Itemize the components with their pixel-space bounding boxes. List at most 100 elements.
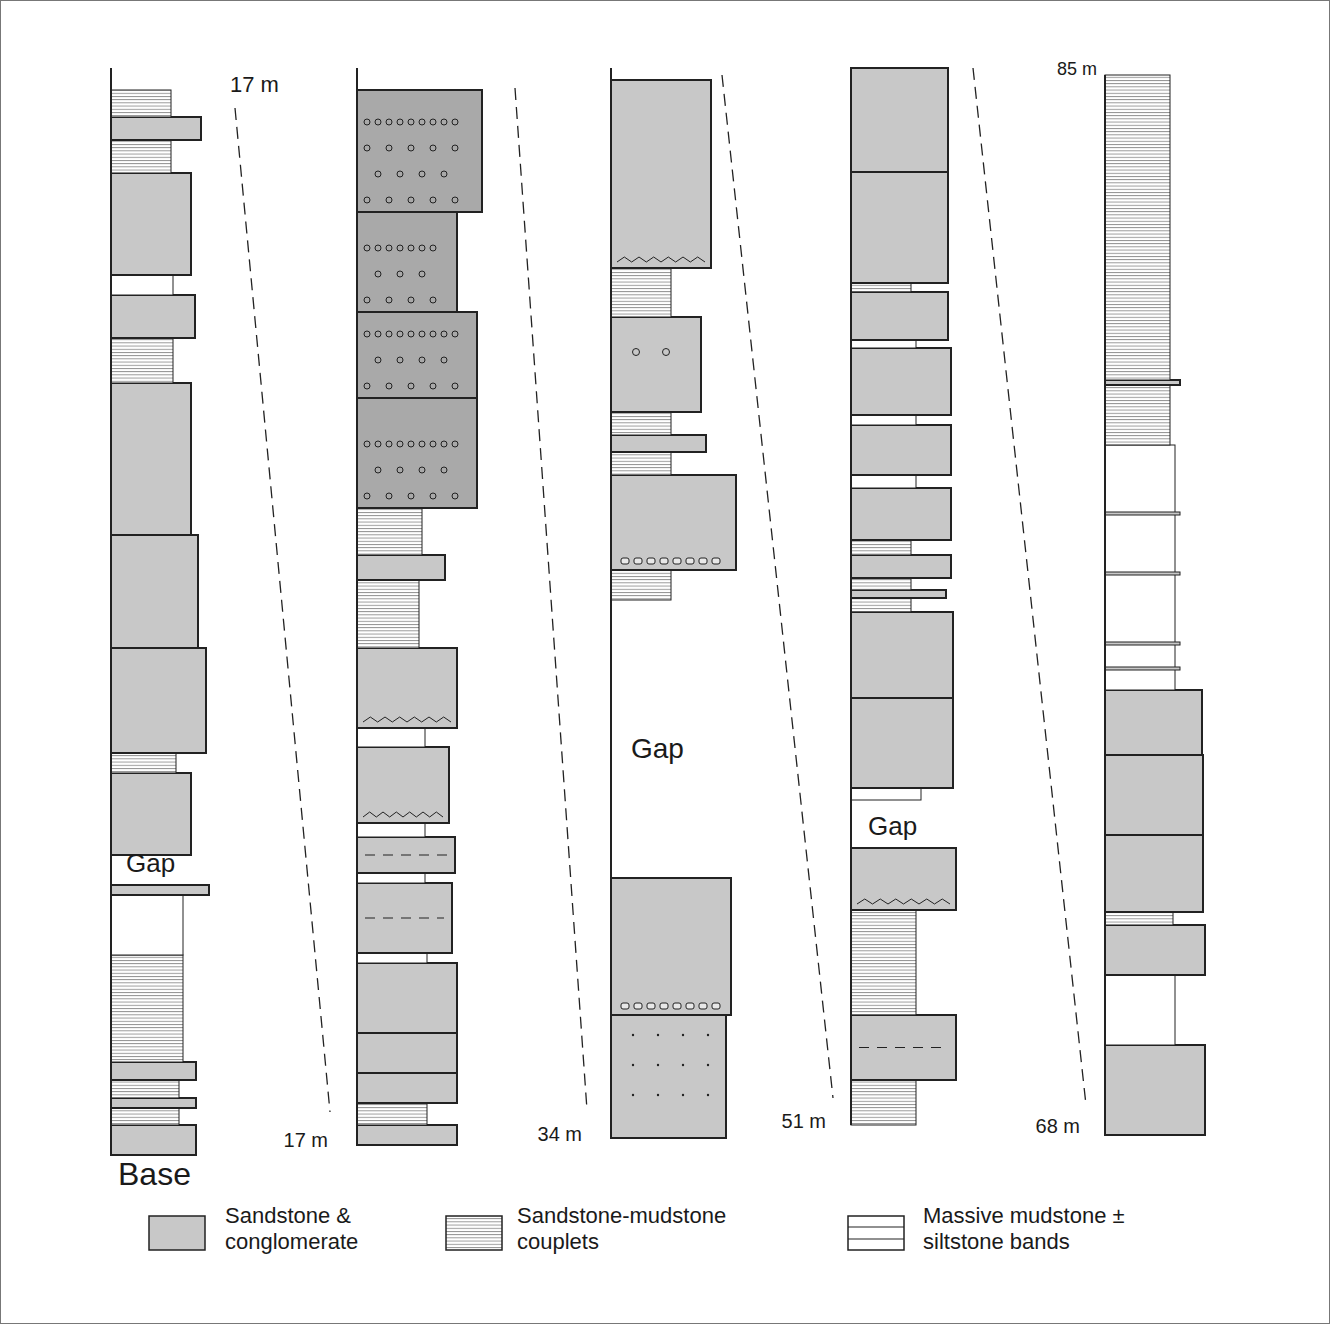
bed	[111, 383, 191, 535]
pebble	[430, 441, 436, 447]
clast	[673, 558, 681, 564]
bed	[357, 823, 425, 837]
bed	[851, 910, 916, 1015]
legend-swatch-fill	[848, 1216, 904, 1250]
pebble	[397, 119, 403, 125]
bed	[611, 317, 701, 412]
bed	[1105, 835, 1203, 912]
gap-label: Gap	[631, 733, 684, 765]
pebble	[408, 493, 414, 499]
pebble	[419, 119, 425, 125]
bed	[357, 398, 477, 508]
bed	[851, 415, 916, 425]
bed	[851, 292, 948, 340]
dot	[682, 1064, 684, 1066]
log-column	[611, 68, 736, 1138]
base-label: Base	[118, 1156, 191, 1193]
bed	[357, 747, 449, 823]
pebble	[663, 349, 670, 356]
correlation-line	[235, 108, 330, 1112]
bed	[357, 1125, 457, 1145]
lamination	[859, 1047, 948, 1048]
pebble	[386, 493, 392, 499]
bed	[111, 295, 195, 338]
pebble	[430, 245, 436, 251]
pebble	[386, 245, 392, 251]
log-column	[357, 68, 482, 1145]
clast	[621, 558, 629, 564]
clast	[634, 1003, 642, 1009]
bed	[1105, 385, 1170, 445]
bed	[357, 648, 457, 728]
clast	[712, 558, 720, 564]
bed	[851, 340, 916, 348]
pebble	[386, 331, 392, 337]
pebble	[419, 271, 425, 277]
pebble	[430, 331, 436, 337]
bed	[851, 425, 951, 475]
bed	[611, 435, 706, 452]
gap-label: Gap	[126, 849, 175, 879]
height-mark: 17 m	[230, 72, 279, 97]
bed	[111, 895, 183, 955]
pebble	[419, 331, 425, 337]
dot	[657, 1094, 659, 1096]
bed	[1105, 1045, 1205, 1135]
bed	[851, 555, 951, 578]
pebble	[430, 493, 436, 499]
bed	[111, 117, 201, 140]
pebble	[386, 297, 392, 303]
bed	[611, 80, 711, 268]
legend-text: Sandstone-mudstone couplets	[517, 1203, 787, 1256]
pebble	[364, 331, 370, 337]
pebble	[364, 245, 370, 251]
clast	[660, 1003, 668, 1009]
pebble	[419, 245, 425, 251]
bed	[357, 90, 482, 212]
pebble	[364, 493, 370, 499]
pebble	[397, 171, 403, 177]
bed	[851, 540, 911, 555]
pebble	[408, 383, 414, 389]
dot	[682, 1094, 684, 1096]
pebble	[375, 119, 381, 125]
column-axis	[850, 68, 852, 1125]
bed	[611, 570, 671, 600]
legend-swatch-line	[848, 1226, 904, 1227]
pebble	[408, 197, 414, 203]
log-column	[1105, 75, 1205, 1135]
bed	[357, 883, 452, 953]
pebble	[397, 467, 403, 473]
dot	[657, 1064, 659, 1066]
dot	[632, 1064, 634, 1066]
pebble	[375, 171, 381, 177]
pebble	[419, 467, 425, 473]
bed	[357, 212, 457, 312]
pebble	[386, 441, 392, 447]
bed	[611, 1015, 726, 1138]
bed	[357, 508, 422, 555]
legend-swatch-line	[848, 1238, 904, 1239]
bed	[611, 268, 671, 317]
legend-swatch	[847, 1215, 907, 1253]
bed	[111, 955, 183, 1062]
pebble	[364, 383, 370, 389]
scour-base	[363, 812, 443, 817]
bed	[611, 412, 671, 435]
bed	[1105, 690, 1202, 755]
column-axis	[110, 68, 112, 1155]
bed	[357, 953, 427, 963]
dot	[682, 1034, 684, 1036]
lamination	[365, 854, 447, 855]
scour-base	[363, 717, 451, 722]
bed	[357, 728, 425, 747]
bed	[851, 598, 911, 612]
pebble	[375, 467, 381, 473]
bed	[111, 753, 176, 773]
pebble	[408, 297, 414, 303]
bed	[111, 173, 191, 275]
clast	[712, 1003, 720, 1009]
log-column	[851, 68, 956, 1125]
pebble	[397, 271, 403, 277]
